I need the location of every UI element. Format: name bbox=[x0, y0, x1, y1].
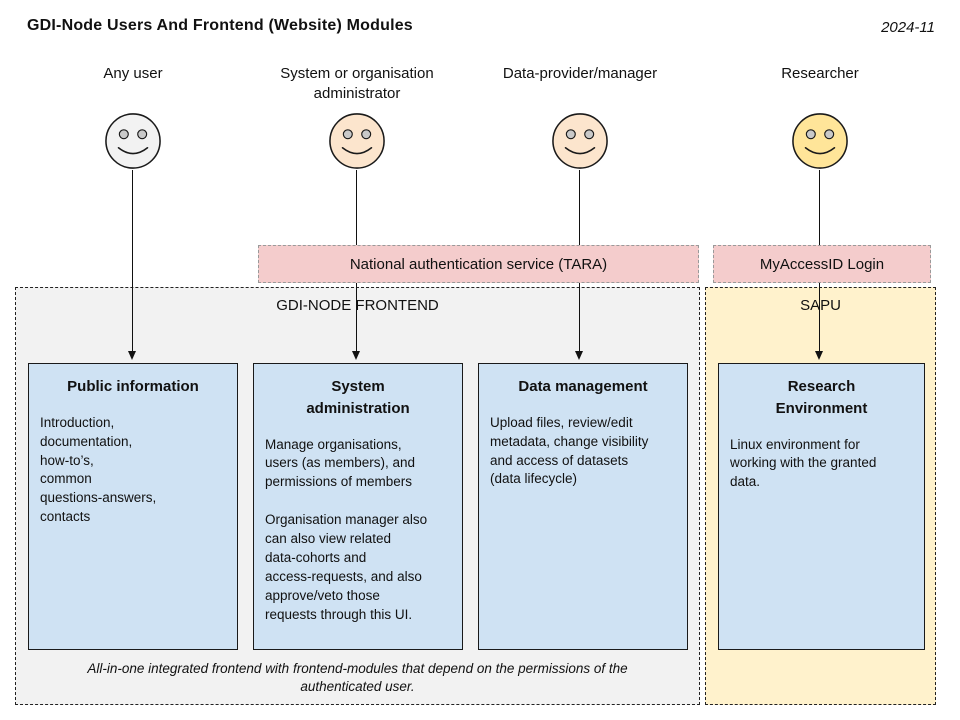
module-body: Upload files, review/edit metadata, chan… bbox=[490, 414, 649, 487]
smiley-face-icon-data-provider bbox=[552, 113, 608, 169]
module-system-administration: System administration Manage organisatio… bbox=[253, 363, 463, 650]
module-title: Research Environment bbox=[775, 378, 868, 417]
actor-label-admin: System or organisation administrator bbox=[280, 65, 434, 103]
module-data-management: Data management Upload files, review/edi… bbox=[478, 363, 688, 650]
smiley-face-icon-admin bbox=[329, 113, 385, 169]
module-body: Manage organisations, users (as members)… bbox=[265, 436, 428, 622]
actor-label-any-user: Any user bbox=[103, 65, 163, 82]
actor-label-data-provider: Data-provider/manager bbox=[502, 65, 658, 82]
auth-service-tara: National authentication service (TARA) bbox=[258, 245, 699, 283]
sapu-container-label: SAPU bbox=[800, 297, 841, 314]
smiley-face-icon-any-user bbox=[105, 113, 161, 169]
module-body: Introduction, documentation, how-to’s, c… bbox=[40, 414, 157, 525]
page-title: GDI-Node Users And Frontend (Website) Mo… bbox=[27, 17, 413, 34]
frontend-footer-note: All-in-one integrated frontend with fron… bbox=[87, 660, 628, 694]
module-public-information: Public information Introduction, documen… bbox=[28, 363, 238, 650]
smiley-face-icon-researcher bbox=[792, 113, 848, 169]
module-body: Linux environment for working with the g… bbox=[730, 436, 877, 490]
frontend-container-label: GDI-NODE FRONTEND bbox=[276, 297, 439, 314]
auth-service-myaccessid: MyAccessID Login bbox=[713, 245, 931, 283]
flow-arrow-any-user bbox=[127, 170, 136, 360]
module-research-environment: Research Environment Linux environment f… bbox=[718, 363, 925, 650]
module-title: System administration bbox=[306, 378, 410, 417]
module-title: Public information bbox=[67, 378, 199, 395]
module-title: Data management bbox=[518, 378, 648, 395]
actor-label-researcher: Researcher bbox=[781, 65, 859, 82]
date-label: 2024-11 bbox=[881, 19, 935, 36]
